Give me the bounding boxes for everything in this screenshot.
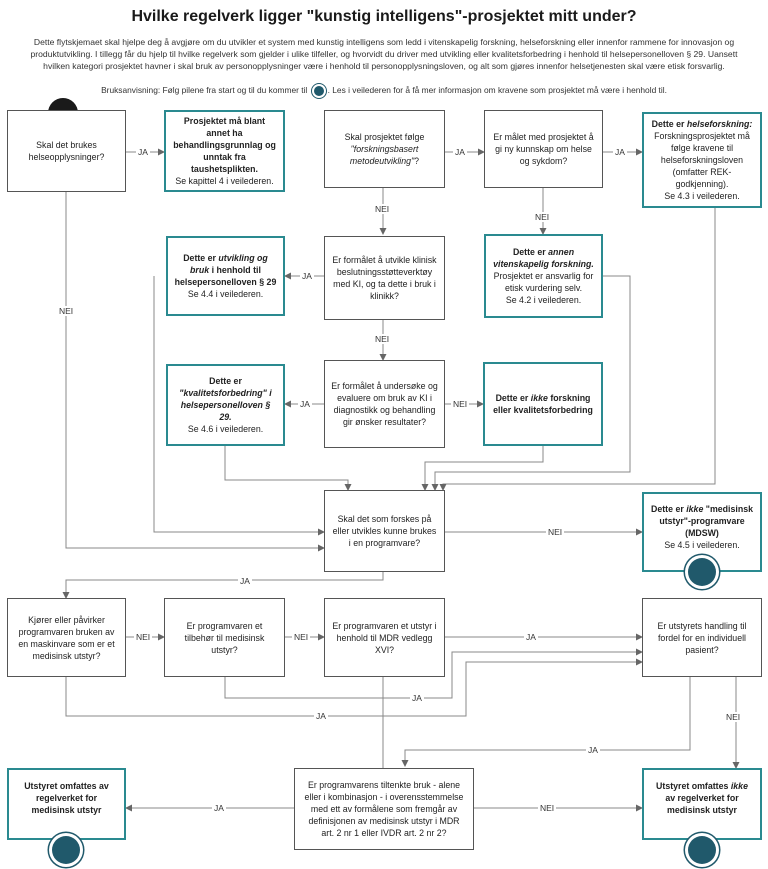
edge-label-ja: JA xyxy=(314,711,328,721)
result-annen-forskning: Dette er annen vitenskapelig forskning. … xyxy=(484,234,603,318)
result-omfattes: Utstyret omfattes av regelverket for med… xyxy=(7,768,126,840)
result-heading-pre: Utstyret omfattes xyxy=(656,781,729,791)
end-marker-icon xyxy=(688,558,716,586)
edge-label-ja: JA xyxy=(298,399,312,409)
edge-label-ja: JA xyxy=(300,271,314,281)
result-ref: Se 4.3 i veilederen. xyxy=(664,191,740,201)
edge-label-ja: JA xyxy=(524,632,538,642)
question-helseopplysninger: Skal det brukes helseopplysninger? xyxy=(7,110,126,192)
result-heading-post: i henhold til helsepersonelloven § 29 xyxy=(174,265,277,287)
edge-label-ja: JA xyxy=(410,693,424,703)
question-tilbehor: Er programvaren et tilbehør til medisins… xyxy=(164,598,285,677)
question-text-em: "forskningsbasert metodeutvikling" xyxy=(349,144,419,166)
result-heading-pre: Dette er xyxy=(183,253,216,263)
question-evaluere: Er formålet å undersøke og evaluere om b… xyxy=(324,360,445,448)
question-text: Er formålet å utvikle klinisk beslutning… xyxy=(332,255,437,301)
result-ref: Se kapittel 4 i veilederen. xyxy=(175,176,274,186)
result-text: Prosjektet er ansvarlig for etisk vurder… xyxy=(493,271,594,293)
result-heading-em: utvikling og bruk xyxy=(190,253,268,275)
question-mdr-vedlegg: Er programvaren et utstyr i henhold til … xyxy=(324,598,445,677)
result-heading: Utstyret omfattes av regelverket for med… xyxy=(24,781,109,815)
question-beslutningsstotte: Er formålet å utvikle klinisk beslutning… xyxy=(324,236,445,320)
edge-label-ja: JA xyxy=(613,147,627,157)
question-text: Er programvaren et utstyr i henhold til … xyxy=(332,620,437,655)
edge-label-nei: NEI xyxy=(134,632,153,642)
end-marker-icon xyxy=(311,84,326,98)
question-programvare: Skal det som forskes på eller utvikles k… xyxy=(324,490,445,572)
result-ref: Se 4.2 i veilederen. xyxy=(505,295,582,305)
result-helseforskning: Dette er helseforskning: Forskningsprosj… xyxy=(642,112,762,208)
result-heading-em: ikke xyxy=(730,781,748,791)
question-individuell-pasient: Er utstyrets handling til fordel for en … xyxy=(642,598,762,677)
question-text-post: ? xyxy=(414,156,420,166)
question-text: Er programvarens tiltenkte bruk - alene … xyxy=(304,780,464,838)
result-heading-pre: Dette er xyxy=(651,504,684,514)
result-utvikling-bruk: Dette er utvikling og bruk i henhold til… xyxy=(166,236,285,316)
result-ref: Se 4.4 i veilederen. xyxy=(187,289,264,299)
question-text: Skal det brukes helseopplysninger? xyxy=(28,140,105,162)
question-tiltenkt-bruk: Er programvarens tiltenkte bruk - alene … xyxy=(294,768,474,850)
question-text: Kjører eller påvirker programvaren bruke… xyxy=(18,614,115,661)
edge-label-nei: NEI xyxy=(373,204,392,214)
edge-label-ja: JA xyxy=(212,803,226,813)
guide-text-after: . Les i veilederen for å få mer informas… xyxy=(327,85,667,96)
result-heading-em: ikke xyxy=(686,504,704,514)
edge-label-nei: NEI xyxy=(57,306,76,316)
edge-label-ja: JA xyxy=(238,576,252,586)
edge-label-nei: NEI xyxy=(373,334,392,344)
result-heading-post: av regelverket for medisinsk utstyr xyxy=(665,793,739,815)
result-ikke-forskning: Dette er ikke forskning eller kvalitetsf… xyxy=(483,362,603,446)
result-heading-post: "medisinsk utstyr"-programvare (MDSW) xyxy=(659,504,753,538)
question-text-pre: Skal prosjektet følge xyxy=(344,132,425,142)
question-metodeutvikling: Skal prosjektet følge "forskningsbasert … xyxy=(324,110,445,188)
edge-label-nei: NEI xyxy=(724,712,743,722)
edge-label-nei: NEI xyxy=(451,399,470,409)
question-ny-kunnskap: Er målet med prosjektet å gi ny kunnskap… xyxy=(484,110,603,188)
result-behandlingsgrunnlag: Prosjektet må blant annet ha behandlings… xyxy=(164,110,285,192)
question-text: Er programvaren et tilbehør til medisins… xyxy=(184,620,265,655)
result-heading-em: helseforskning: xyxy=(686,119,753,129)
question-text: Er målet med prosjektet å gi ny kunnskap… xyxy=(493,132,594,166)
result-kvalitetsforbedring: Dette er "kvalitetsforbedring" i helsepe… xyxy=(166,364,285,446)
question-text: Skal det som forskes på eller utvikles k… xyxy=(332,514,437,548)
end-marker-icon xyxy=(688,836,716,864)
result-heading-em: ikke xyxy=(530,393,548,403)
result-heading-pre: Dette er xyxy=(651,119,685,129)
result-ref: Se 4.5 i veilederen. xyxy=(664,540,740,550)
result-text: Forskningsprosjektet må følge kravene ti… xyxy=(654,131,750,189)
edge-label-nei: NEI xyxy=(533,212,552,222)
end-marker-icon xyxy=(52,836,80,864)
result-heading: Prosjektet må blant annet ha behandlings… xyxy=(173,116,276,174)
question-text: Er formålet å undersøke og evaluere om b… xyxy=(331,381,438,427)
result-ikke-omfattes: Utstyret omfattes ikke av regelverket fo… xyxy=(642,768,762,840)
result-heading-pre: Dette er xyxy=(512,247,546,257)
result-heading-em: annen vitenskapelig forskning. xyxy=(493,247,594,269)
edge-label-nei: NEI xyxy=(546,527,565,537)
edge-label-ja: JA xyxy=(586,745,600,755)
edge-label-nei: NEI xyxy=(292,632,311,642)
result-heading-post: forskning eller kvalitetsforbedring xyxy=(493,393,593,415)
edge-label-ja: JA xyxy=(136,147,150,157)
edge-label-ja: JA xyxy=(453,147,467,157)
intro-text: Dette flytskjemaet skal hjelpe deg å avg… xyxy=(30,37,738,71)
page-title: Hvilke regelverk ligger "kunstig intelli… xyxy=(131,8,637,25)
edge-label-nei: NEI xyxy=(538,803,557,813)
result-heading-em: "kvalitetsforbedring" i helsepersonellov… xyxy=(179,388,272,422)
result-ref: Se 4.6 i veilederen. xyxy=(187,424,264,434)
result-heading-pre: Dette er xyxy=(209,376,242,386)
usage-instructions: Bruksanvisning: Følg pilene fra start og… xyxy=(0,84,768,98)
result-heading-pre: Dette er xyxy=(495,393,529,403)
question-text: Er utstyrets handling til fordel for en … xyxy=(657,620,747,655)
question-maskinvare: Kjører eller påvirker programvaren bruke… xyxy=(7,598,126,677)
guide-text-before: Bruksanvisning: Følg pilene fra start og… xyxy=(101,85,308,96)
